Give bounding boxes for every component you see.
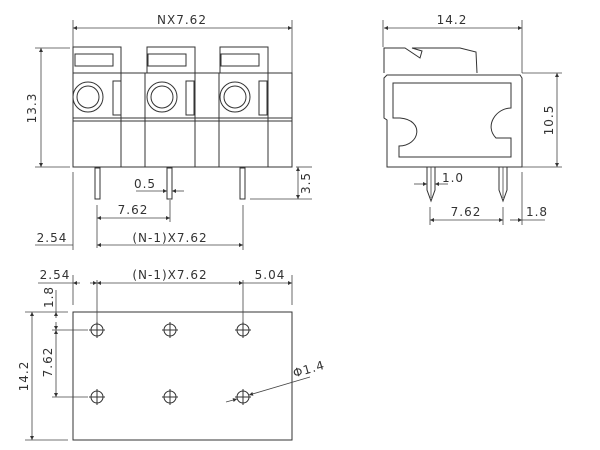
side-edge-label: 1.8 [526,205,548,219]
side-top-latch [383,47,478,74]
front-view: NX7.62 13.3 [25,13,313,250]
front-height-label: 13.3 [25,93,39,124]
front-pitch-label: 7.62 [118,203,149,217]
front-pins [94,167,246,200]
side-height-label: 10.5 [542,105,556,136]
pcb-footprint: 2.54 (N-1)X7.62 5.04 14.2 1.8 7.62 Φ1.4 [17,268,326,441]
footprint-span-label: (N-1)X7.62 [132,268,207,282]
side-inner-outline [392,82,512,158]
front-pin-width-label: 0.5 [134,177,156,191]
footprint-outline [72,311,293,441]
side-pin-width-label: 1.0 [442,171,464,185]
footprint-holes [89,322,251,405]
footprint-top-label: 1.8 [42,286,56,308]
footprint-right-label: 5.04 [255,268,286,282]
front-span-label: (N-1)X7.62 [132,231,207,245]
terminal-tabs [72,46,269,74]
side-body [383,74,523,168]
screw-holes [72,80,268,116]
footprint-height-label: 14.2 [17,361,31,392]
front-body [72,72,293,168]
side-width-label: 14.2 [437,13,468,27]
side-pins [426,167,508,203]
front-offset-label: 2.54 [37,231,68,245]
side-pitch-label: 7.62 [451,205,482,219]
side-view: 14.2 10.5 1.0 7.62 1.8 [382,13,562,225]
footprint-row-pitch-label: 7.62 [41,347,55,378]
front-width-label: NX7.62 [157,13,207,27]
footprint-offset-label: 2.54 [40,268,71,282]
front-pin-length-label: 3.5 [299,172,313,194]
